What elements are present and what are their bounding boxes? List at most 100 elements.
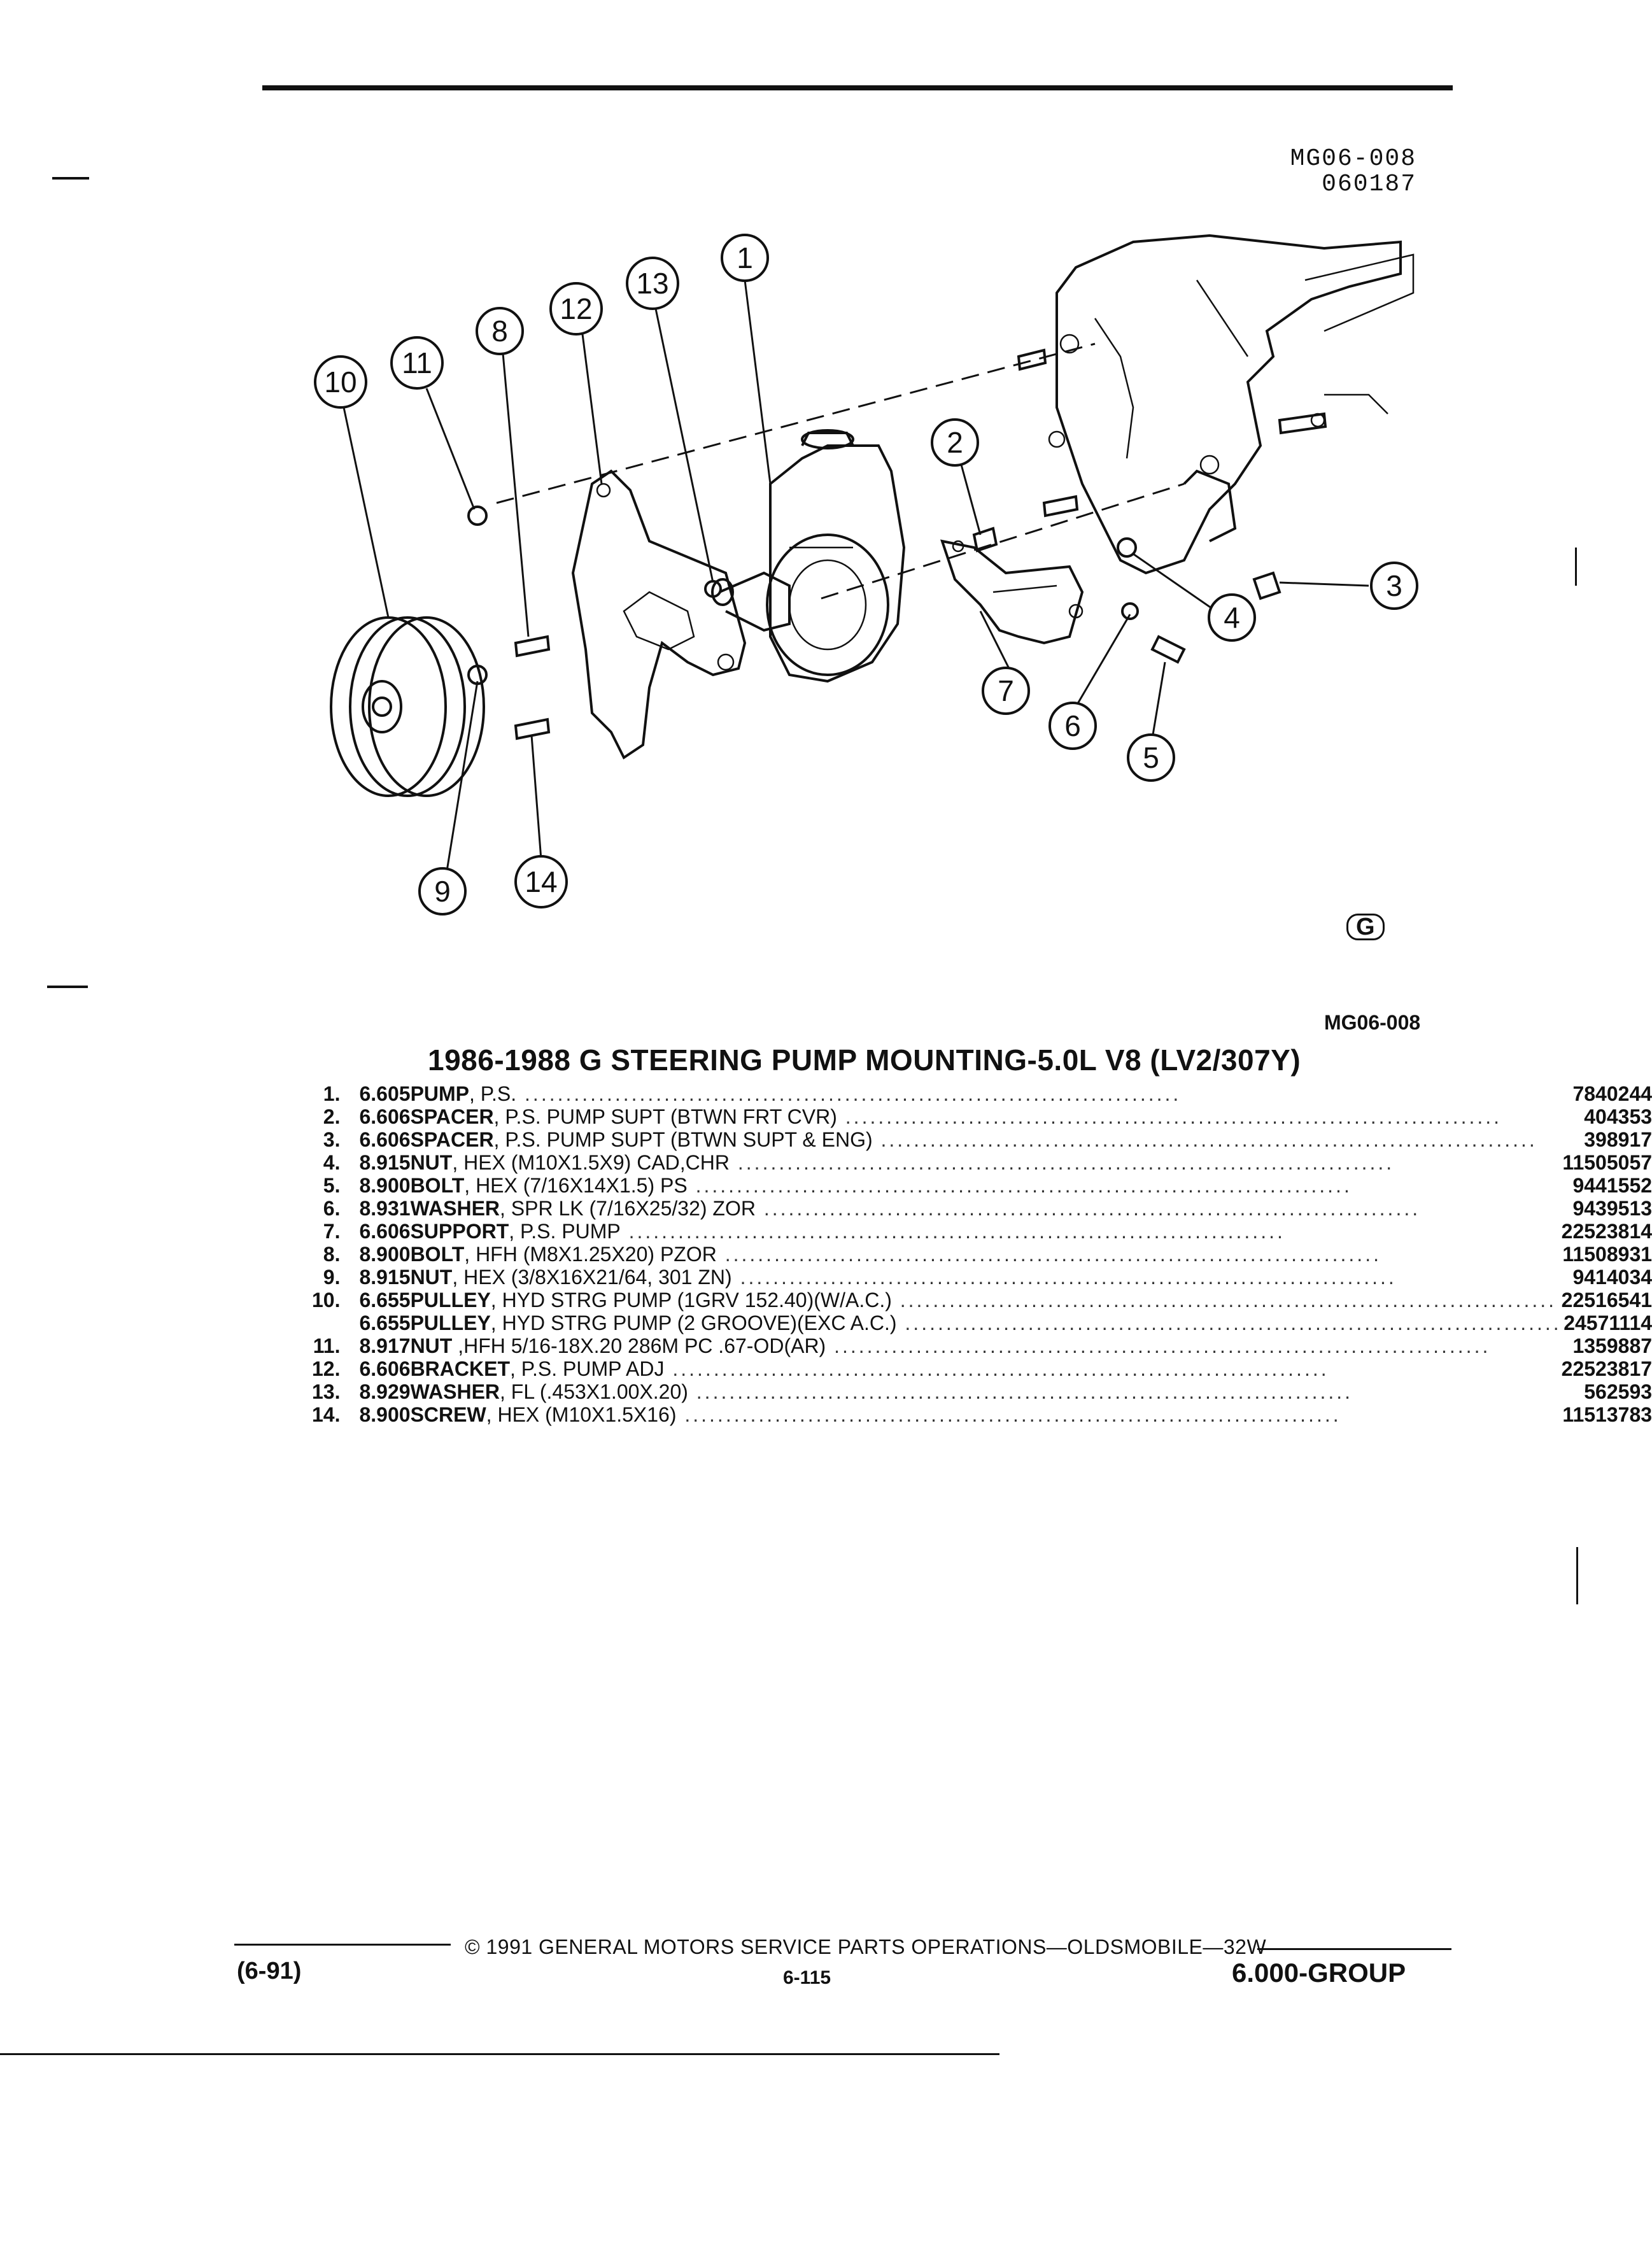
dot-leader: ........................................… xyxy=(687,1174,1352,1197)
part-description: NUT ,HFH 5/16-18X.20 286M PC .67-OD(AR) … xyxy=(411,1334,1562,1357)
margin-mark xyxy=(52,177,89,180)
group-code: 6.606 xyxy=(359,1128,411,1151)
svg-text:13: 13 xyxy=(636,267,668,300)
dot-leader: ........................................… xyxy=(516,1082,1182,1105)
part-detail: , HEX (7/16X14X1.5) PS xyxy=(464,1174,688,1197)
part-detail: ,HFH 5/16-18X.20 286M PC .67-OD(AR) xyxy=(452,1334,826,1357)
part-number: 11508931 xyxy=(1562,1243,1652,1266)
part-detail: , P.S. PUMP SUPT (BTWN FRT CVR) xyxy=(493,1105,837,1128)
callout-2: 2 xyxy=(931,418,979,467)
margin-mark xyxy=(1575,548,1577,586)
group-label: 6.000-GROUP xyxy=(1232,1958,1406,1988)
callout-1: 1 xyxy=(721,234,769,282)
svg-text:12: 12 xyxy=(560,292,592,325)
group-code: 8.929 xyxy=(359,1380,411,1403)
item-number: 10. xyxy=(312,1289,341,1311)
footer-rule-left xyxy=(234,1944,451,1946)
part-number: 24571114 xyxy=(1564,1311,1652,1334)
part-description: PULLEY, HYD STRG PUMP (1GRV 152.40)(W/A.… xyxy=(411,1289,1562,1311)
part-number: 22516541 xyxy=(1561,1289,1652,1311)
date-code: 060187 xyxy=(1322,171,1416,198)
callout-14: 14 xyxy=(514,855,568,908)
part-description: BOLT, HFH (M8X1.25X20) PZOR ............… xyxy=(411,1243,1562,1266)
item-number: 6. xyxy=(323,1197,341,1220)
support-part xyxy=(940,539,1084,645)
part-description: NUT, HEX (M10X1.5X9) CAD,CHR ...........… xyxy=(411,1151,1562,1174)
group-code: 6.606 xyxy=(359,1105,411,1128)
figure-label: MG06-008 xyxy=(1324,1011,1421,1034)
margin-mark xyxy=(1576,1547,1578,1604)
svg-text:2: 2 xyxy=(947,426,963,459)
svg-text:8: 8 xyxy=(491,315,508,348)
callout-6: 6 xyxy=(1048,702,1097,750)
svg-text:9: 9 xyxy=(434,875,451,908)
group-code: 8.931 xyxy=(359,1197,411,1220)
svg-text:4: 4 xyxy=(1224,601,1240,634)
part-number: 9439513 xyxy=(1572,1197,1652,1220)
part-detail: , HEX (3/8X16X21/64, 301 ZN) xyxy=(452,1266,732,1289)
item-number: 12. xyxy=(312,1357,341,1380)
part-number: 9441552 xyxy=(1572,1174,1652,1197)
copyright-notice: © 1991 GENERAL MOTORS SERVICE PARTS OPER… xyxy=(465,1935,1267,1958)
centerline xyxy=(821,483,1185,600)
leader-lines xyxy=(342,279,1369,879)
item-number: 11. xyxy=(313,1334,341,1357)
callout-12: 12 xyxy=(549,282,603,336)
group-code: 8.915 xyxy=(359,1266,411,1289)
part-detail: , P.S. PUMP ADJ xyxy=(510,1357,665,1380)
callout-13: 13 xyxy=(626,257,679,310)
callout-10: 10 xyxy=(314,355,367,409)
part-number: 11505057 xyxy=(1562,1151,1652,1174)
part-number: 22523817 xyxy=(1561,1357,1652,1380)
part-name: NUT xyxy=(410,1334,453,1357)
item-number: 1. xyxy=(323,1082,341,1105)
group-code: 8.900 xyxy=(359,1174,411,1197)
group-code: 6.655 xyxy=(359,1289,411,1311)
part-name: BRACKET xyxy=(410,1357,510,1380)
group-code: 6.605 xyxy=(359,1082,411,1105)
part-description: BOLT, HEX (7/16X14X1.5) PS .............… xyxy=(411,1174,1562,1197)
svg-text:14: 14 xyxy=(525,865,557,898)
exploded-diagram: 1 2 3 4 5 6 7 8 9 10 11 12 13 14 xyxy=(314,234,1418,915)
part-detail: , P.S. PUMP xyxy=(509,1220,621,1243)
part-name: NUT xyxy=(410,1266,453,1289)
svg-text:1: 1 xyxy=(737,241,753,274)
group-code: 6.606 xyxy=(359,1220,411,1243)
callout-8: 8 xyxy=(476,307,524,355)
part-name: PUMP xyxy=(410,1082,470,1105)
dot-leader: ........................................… xyxy=(731,1266,1397,1289)
callout-5: 5 xyxy=(1127,733,1175,782)
item-number xyxy=(312,1311,359,1334)
svg-text:7: 7 xyxy=(998,674,1014,707)
margin-mark xyxy=(47,986,88,988)
part-number: 398917 xyxy=(1584,1128,1652,1151)
item-number: 4. xyxy=(323,1151,341,1174)
part-description: WASHER, SPR LK (7/16X25/32) ZOR ........… xyxy=(411,1197,1562,1220)
part-detail: , FL (.453X1.00X.20) xyxy=(500,1380,688,1403)
dot-leader: ........................................… xyxy=(664,1357,1329,1380)
part-detail: , HFH (M8X1.25X20) PZOR xyxy=(464,1243,717,1266)
group-code: 6.606 xyxy=(359,1357,411,1380)
part-description: BRACKET, P.S. PUMP ADJ .................… xyxy=(411,1357,1562,1380)
bottom-rule xyxy=(0,2053,999,2055)
revision-date: (6-91) xyxy=(237,1958,302,1984)
part-name: SCREW xyxy=(410,1403,486,1426)
part-name: BOLT xyxy=(410,1243,465,1266)
part-name: PULLEY xyxy=(410,1289,491,1311)
part-detail: , SPR LK (7/16X25/32) ZOR xyxy=(500,1197,756,1220)
part-number: 562593 xyxy=(1584,1380,1652,1403)
svg-text:6: 6 xyxy=(1064,709,1081,742)
dot-leader: ........................................… xyxy=(837,1105,1502,1128)
group-code: 8.900 xyxy=(359,1403,411,1426)
